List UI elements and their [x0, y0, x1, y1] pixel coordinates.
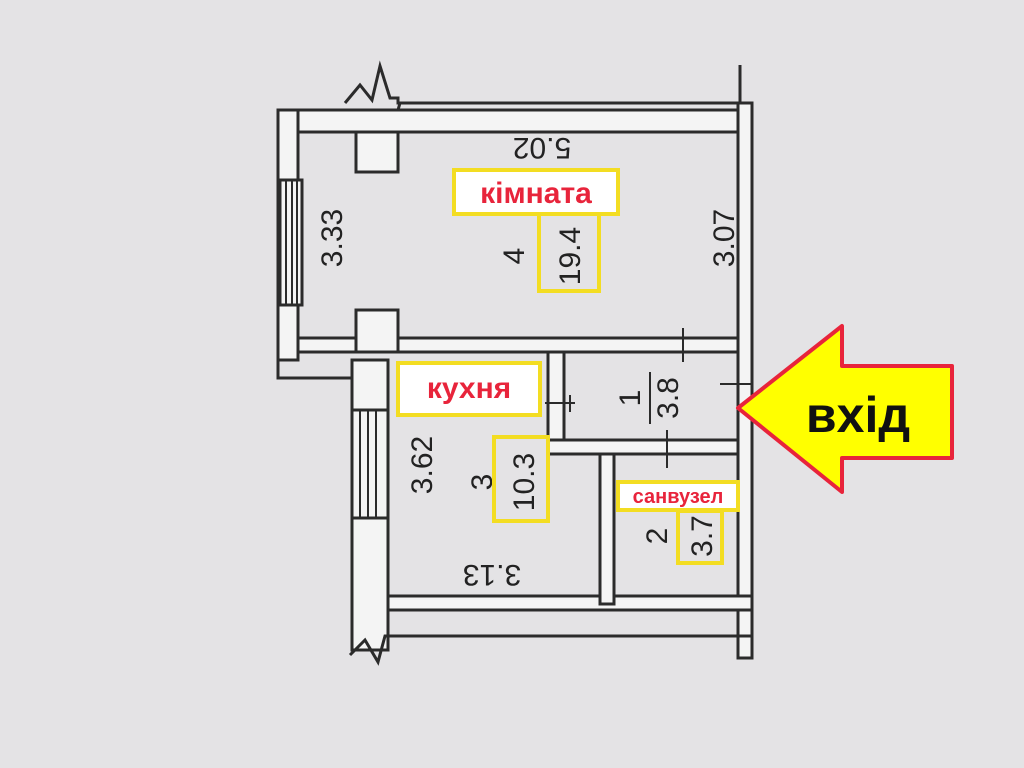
dimension-room3-left: 3.62 [406, 436, 439, 494]
window-room-3 [350, 408, 390, 520]
label-room-2: санвузел [616, 480, 740, 512]
label-room-3: кухня [396, 361, 542, 417]
walls [276, 60, 754, 666]
room-number-2: 2 [641, 528, 674, 545]
room-number-3: 3 [466, 474, 499, 491]
entrance-arrow: вхід [736, 324, 954, 494]
dimension-room4-top: 5.02 [513, 131, 571, 164]
dimension-room4-left: 3.33 [316, 209, 349, 267]
label-room-2-text: санвузел [633, 486, 724, 508]
label-room-3-text: кухня [427, 372, 511, 405]
entrance-label: вхід [806, 387, 910, 443]
label-room-4-text: кімната [480, 177, 592, 210]
room-area-1: 3.8 [652, 377, 685, 419]
dimension-room3-bottom: 3.13 [463, 558, 521, 591]
room-area-2: 3.7 [686, 515, 719, 557]
dimension-room4-right: 3.07 [708, 209, 741, 267]
room-number-1: 1 [614, 390, 647, 407]
room-area-3-highlight [492, 435, 550, 523]
label-room-4: кімната [452, 168, 620, 216]
window-room-4 [278, 178, 304, 307]
room-area-4: 19.4 [554, 227, 587, 285]
room-number-4: 4 [498, 248, 531, 265]
room-area-3: 10.3 [508, 453, 541, 511]
